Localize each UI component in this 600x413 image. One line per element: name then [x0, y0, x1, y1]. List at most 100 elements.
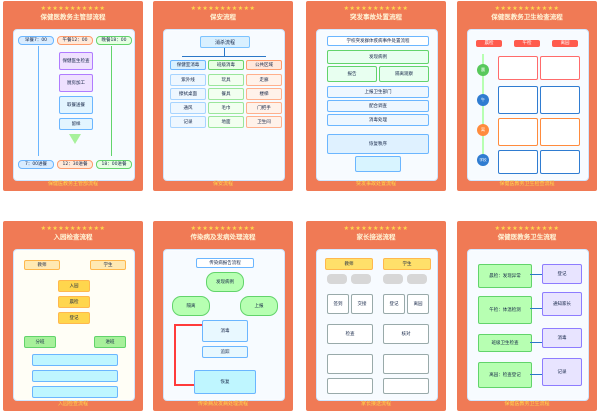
- checklist-card: [540, 118, 580, 146]
- column-item: 紫外线: [170, 74, 206, 86]
- note-card: 通知家长: [542, 292, 582, 316]
- flow-step: 晨检：发现异常: [478, 264, 532, 288]
- flow-panel: 晨检：发现异常 午检：体温检测 班级卫生检查 离园：检查登记 登记 通知家长 消…: [467, 249, 589, 401]
- row-item: [327, 354, 373, 374]
- timeline-line: [482, 54, 484, 166]
- poster-card-6: ★★★★★★★★★★★ 传染病及发病处理流程 传染病报告流程 发现病例 隔离 上…: [153, 221, 293, 411]
- column-header: 保健室消毒: [170, 60, 206, 70]
- flow-panel: 学校突发群体疾病事件处置流程 发现病例 报告 隔离观察 上报卫生部门 配合调查 …: [316, 29, 438, 181]
- flow-step: 入园: [58, 280, 90, 292]
- flow-step: 上报: [240, 296, 278, 316]
- role-header: 学生: [90, 260, 126, 270]
- column-item: 擦拭桌面: [170, 88, 206, 100]
- checklist-card: [498, 118, 538, 146]
- flow-step: 配合调查: [327, 100, 429, 112]
- role-header: 学生: [383, 258, 431, 270]
- column-item: 记录: [170, 116, 206, 128]
- meal-pill: 午餐12：00: [57, 36, 93, 45]
- checklist-card: [540, 56, 580, 80]
- flow-step: 恢复秩序: [327, 134, 429, 154]
- card-footer: 保健医教务主管部流程: [47, 181, 98, 187]
- flow-step: 消毒处理: [327, 114, 429, 126]
- poster-card-4: ★★★★★★★★★★★ 保健医教务卫生检查流程 晨检 午检 离园 晨 午 离 学…: [457, 1, 597, 191]
- column-item: 地面: [208, 116, 244, 128]
- card-title: 保健医教务卫生检查流程: [491, 13, 563, 21]
- checklist-card: [540, 150, 580, 174]
- timeline-dot: 晨: [477, 64, 489, 76]
- card-footer: 保安流程: [212, 181, 233, 187]
- panel-header: 传染病报告流程: [196, 258, 254, 268]
- red-connector: [174, 324, 176, 386]
- section-tag: 晨检: [476, 40, 502, 47]
- flow-step: 报告: [327, 66, 377, 82]
- flow-step: 进班: [94, 336, 126, 348]
- connector-line: [530, 308, 542, 309]
- checklist-card: [540, 86, 580, 114]
- connector-line: [530, 274, 542, 275]
- connector-line: [224, 48, 225, 56]
- section-tag: 午检: [514, 40, 540, 47]
- row-item: [327, 378, 373, 394]
- timeline-dot: 离: [477, 124, 489, 136]
- flow-step: 午检：体温检测: [478, 296, 532, 324]
- star-decoration: ★★★★★★★★★★★: [494, 225, 560, 232]
- column-item: 通风: [170, 102, 206, 114]
- card-title: 保安流程: [210, 13, 236, 21]
- star-decoration: ★★★★★★★★★★★: [40, 225, 106, 232]
- card-title: 家长接送流程: [356, 233, 396, 241]
- column-item: 楼梯: [246, 88, 282, 100]
- poster-card-3: ★★★★★★★★★★★ 突发事故处置流程 学校突发群体疾病事件处置流程 发现病例…: [306, 1, 446, 191]
- flow-step: 上报卫生部门: [327, 86, 429, 98]
- column-item: 走廊: [246, 74, 282, 86]
- flow-step: 取餐送餐: [59, 96, 93, 114]
- red-connector: [174, 324, 202, 326]
- flow-panel: 晨检 午检 离园 晨 午 离 学校: [467, 29, 589, 181]
- card-title: 保健医教务卫生流程: [497, 233, 557, 241]
- flow-step: 消毒: [202, 320, 248, 342]
- row-item: 交接: [351, 294, 373, 314]
- poster-card-2: ★★★★★★★★★★★ 保安流程 消杀流程 保健室消毒 班级消毒 公共区域 紫外…: [153, 1, 293, 191]
- flow-panel: 教师 学生 入园 晨检 登记 分班 进班: [13, 249, 135, 401]
- row-item: [383, 378, 429, 394]
- flow-step: 隔离: [172, 296, 210, 316]
- star-decoration: ★★★★★★★★★★★: [494, 5, 560, 12]
- flow-step: [32, 370, 118, 382]
- column-item: 毛巾: [208, 102, 244, 114]
- row-item: 核对: [383, 324, 429, 344]
- panel-header: 学校突发群体疾病事件处置流程: [327, 36, 429, 46]
- down-arrow-icon: [69, 134, 81, 144]
- star-decoration: ★★★★★★★★★★★: [343, 225, 409, 232]
- checklist-card: [498, 86, 538, 114]
- flow-step: 隔离观察: [379, 66, 429, 82]
- section-tag: 离园: [552, 40, 578, 47]
- flow-step: 留样: [59, 118, 93, 130]
- meal-time: 18：00进餐: [96, 160, 132, 169]
- connector-line: [530, 342, 542, 343]
- connector-line: [111, 46, 112, 156]
- card-footer: 传染病及发病处理流程: [197, 401, 248, 407]
- card-footer: 入园检查流程: [57, 401, 88, 407]
- star-decoration: ★★★★★★★★★★★: [190, 225, 256, 232]
- step-shape: [327, 274, 347, 284]
- card-title: 保健医教务主管部流程: [40, 13, 106, 21]
- column-item: 餐具: [208, 88, 244, 100]
- card-footer: 保健医教务卫生检查流程: [499, 181, 555, 187]
- checklist-card: [498, 150, 538, 174]
- flow-panel: 教师 学生 签到 交接 登记 离园 检查 核对: [316, 249, 438, 401]
- card-footer: 保健医教务卫生流程: [504, 401, 550, 407]
- flow-step: 发现病例: [327, 50, 429, 64]
- flow-step: 恢复: [194, 370, 256, 394]
- note-card: 记录: [542, 358, 582, 386]
- column-item: 门把手: [246, 102, 282, 114]
- flow-step: [32, 354, 118, 366]
- note-card: 登记: [542, 264, 582, 284]
- flow-step: 晨检: [58, 296, 90, 308]
- flow-panel: 消杀流程 保健室消毒 班级消毒 公共区域 紫外线 擦拭桌面 通风 记录 玩具 餐…: [163, 29, 285, 181]
- poster-card-8: ★★★★★★★★★★★ 保健医教务卫生流程 晨检：发现异常 午检：体温检测 班级…: [457, 221, 597, 411]
- star-decoration: ★★★★★★★★★★★: [190, 5, 256, 12]
- flow-step: 班级卫生检查: [478, 334, 532, 352]
- connector-line: [530, 374, 542, 375]
- timeline-dot: 学校: [477, 154, 489, 166]
- step-shape: [351, 274, 371, 284]
